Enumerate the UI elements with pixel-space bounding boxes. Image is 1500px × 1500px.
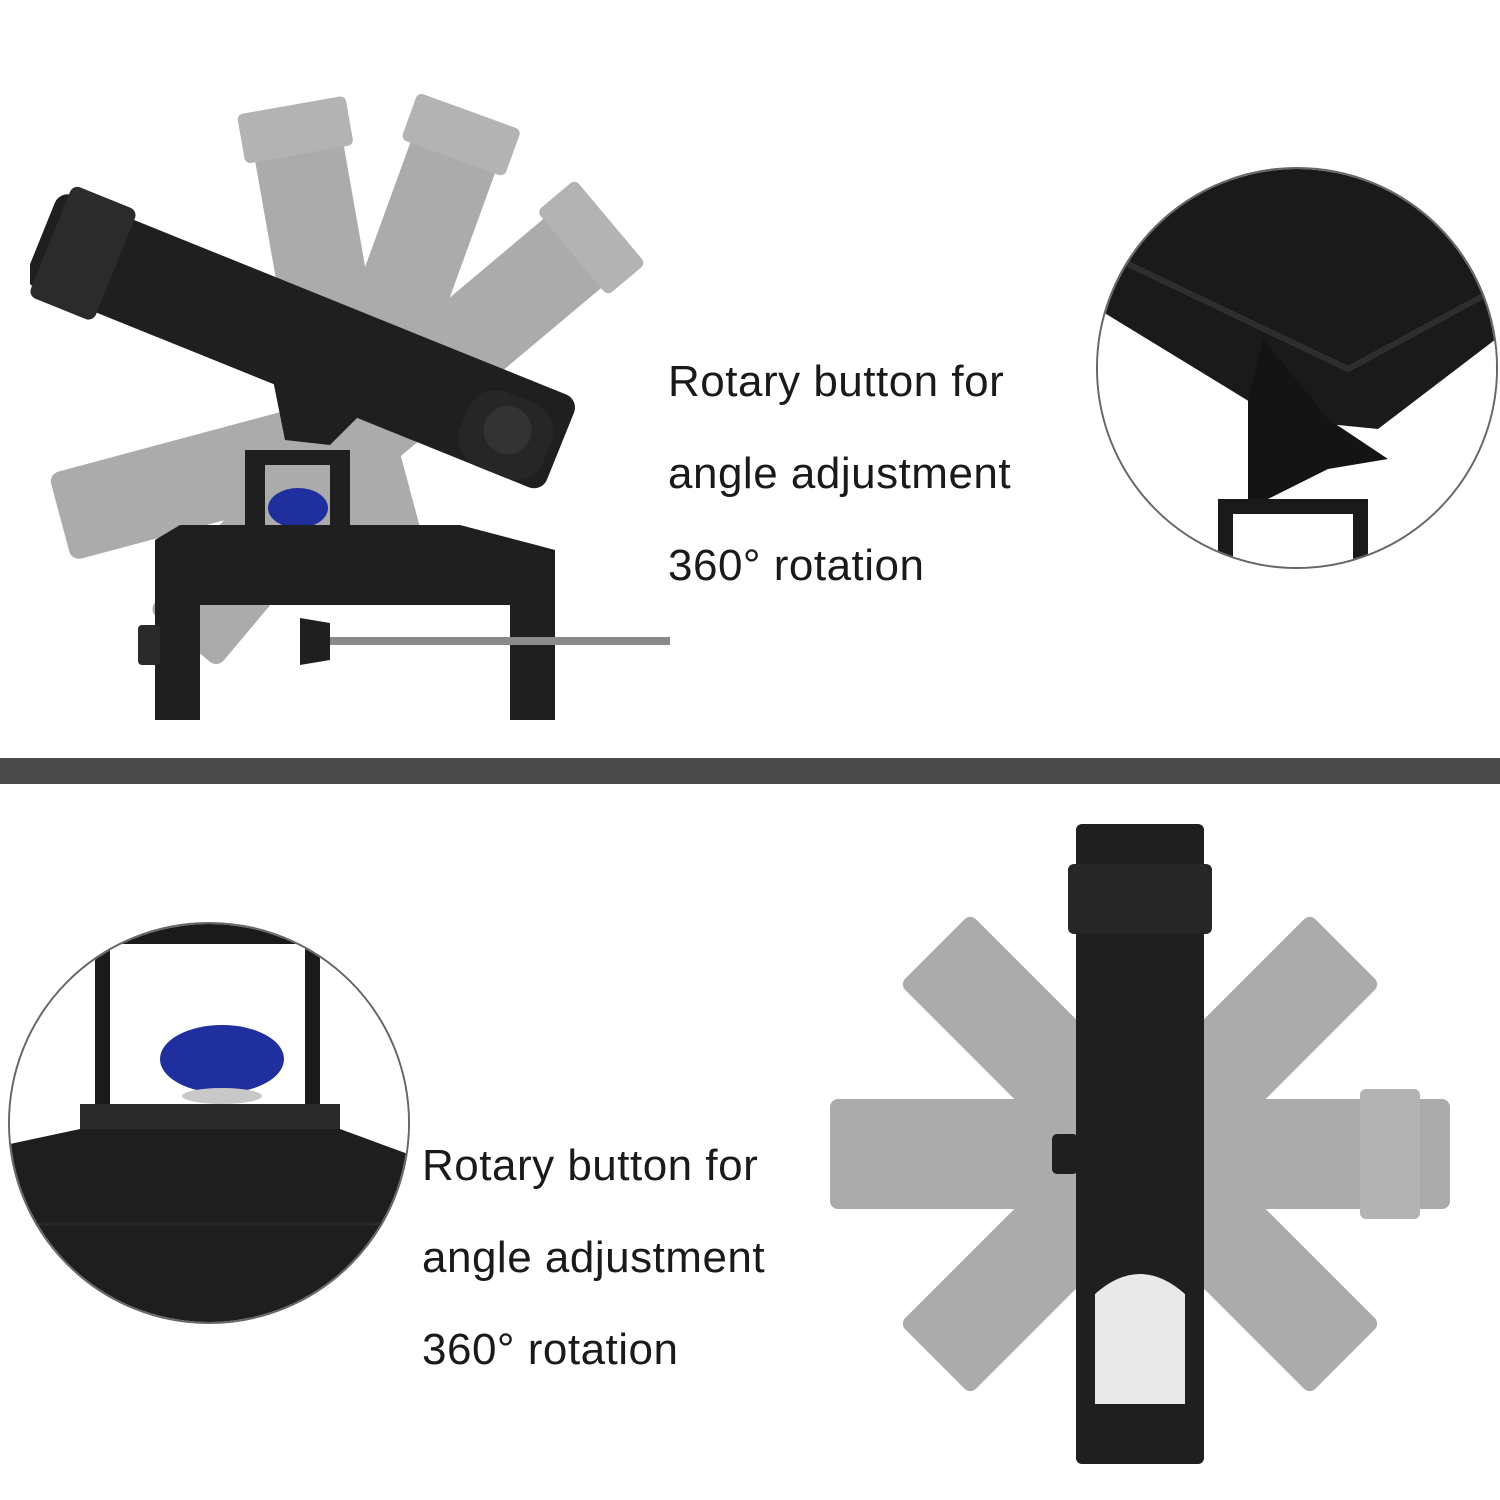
section-divider (0, 758, 1500, 784)
bottom-panel: Rotary button for angle adjustment 360° … (0, 784, 1500, 1500)
caption-line-2: angle adjustment (668, 449, 1012, 498)
caption-line-1: Rotary button for (422, 1141, 759, 1190)
caption-line-1: Rotary button for (668, 357, 1005, 406)
top-panel: Rotary button for angle adjustment 360° … (30, 20, 1498, 730)
caption-line-2: angle adjustment (422, 1233, 766, 1282)
bottom-caption: Rotary button for angle adjustment 360° … (422, 1144, 765, 1420)
top-caption: Rotary button for angle adjustment 360° … (668, 360, 1011, 636)
caption-line-3: 360° rotation (668, 541, 925, 590)
rod-holder-clamp-image (30, 20, 670, 730)
rod-tube-rotation-image (830, 824, 1490, 1464)
knob-zoom-circle (8, 922, 410, 1324)
caption-line-3: 360° rotation (422, 1325, 679, 1374)
pivot-zoom-circle (1096, 167, 1498, 569)
